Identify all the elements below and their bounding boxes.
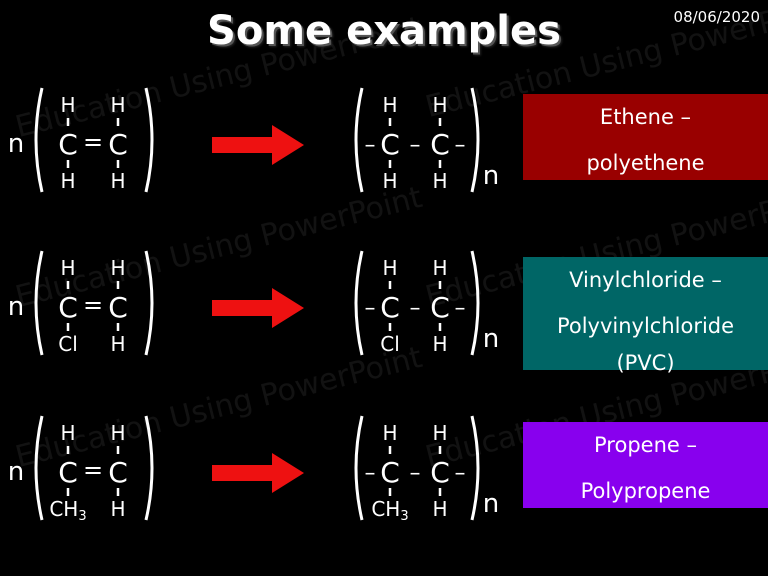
substituent-bottom: H	[60, 169, 75, 193]
left-bracket	[354, 415, 364, 521]
left-bracket	[354, 87, 364, 193]
substituent-bottom: Cl	[58, 332, 78, 356]
carbon-atom: C	[380, 456, 400, 489]
left-bracket	[34, 87, 44, 193]
single-bond: –	[455, 296, 466, 321]
compound-label-line2: Polyvinylchloride	[556, 314, 735, 338]
right-bracket	[470, 87, 480, 193]
left-bracket	[354, 250, 364, 356]
single-bond: –	[410, 296, 421, 321]
compound-label-box: Ethene – polyethene	[523, 94, 768, 180]
compound-label-box: Vinylchloride – Polyvinylchloride (PVC)	[523, 257, 768, 375]
compound-label-box: Propene – Polypropene	[523, 422, 768, 508]
substituent-bottom: CH3	[49, 497, 86, 524]
compound-label-line1: Vinylchloride –	[569, 268, 722, 292]
reaction-arrow	[212, 453, 304, 493]
substituent-bottom: H	[432, 332, 447, 356]
right-bracket	[144, 415, 154, 521]
single-bond: –	[410, 133, 421, 158]
substituent-top: H	[60, 421, 75, 445]
compound-label-line1: Ethene –	[599, 105, 692, 129]
repeat-count-n: n	[483, 489, 499, 519]
substituent-bottom: H	[382, 169, 397, 193]
substituent-bottom: H	[110, 497, 125, 521]
carbon-atom: C	[430, 456, 450, 489]
compound-label-line1: Propene –	[594, 433, 697, 457]
single-bond: –	[455, 133, 466, 158]
double-bond: =	[83, 291, 103, 319]
substituent-top: H	[382, 421, 397, 445]
carbon-atom: C	[430, 128, 450, 161]
substituent-bottom: CH3	[371, 497, 408, 524]
substituent-top: H	[110, 93, 125, 117]
right-bracket	[144, 250, 154, 356]
right-bracket	[470, 250, 480, 356]
double-bond: =	[83, 456, 103, 484]
substituent-bottom: H	[110, 169, 125, 193]
single-bond: –	[365, 461, 376, 486]
carbon-atom: C	[108, 456, 128, 489]
compound-label-line2: polyethene	[586, 151, 705, 175]
substituent-top: H	[382, 256, 397, 280]
carbon-atom: C	[380, 291, 400, 324]
substituent-top: H	[110, 256, 125, 280]
substituent-top: H	[432, 421, 447, 445]
single-bond: –	[410, 461, 421, 486]
carbon-atom: C	[380, 128, 400, 161]
carbon-atom: C	[430, 291, 450, 324]
substituent-bottom: H	[110, 332, 125, 356]
arrow-shape	[212, 453, 304, 493]
carbon-atom: C	[108, 291, 128, 324]
substituent-bottom: Cl	[380, 332, 400, 356]
slide-date: 08/06/2020	[673, 8, 760, 26]
single-bond: –	[455, 461, 466, 486]
repeat-count-n: n	[483, 324, 499, 354]
substituent-top: H	[432, 93, 447, 117]
single-bond: –	[365, 133, 376, 158]
single-bond: –	[365, 296, 376, 321]
substituent-bottom: H	[432, 497, 447, 521]
left-bracket	[34, 250, 44, 356]
carbon-atom: C	[58, 291, 78, 324]
slide-title: Some examples	[207, 8, 561, 54]
reaction-arrow	[212, 288, 304, 328]
compound-label-line2: Polypropene	[580, 479, 711, 503]
substituent-top: H	[110, 421, 125, 445]
repeat-count-n: n	[8, 457, 24, 487]
substituent-top: H	[382, 93, 397, 117]
substituent-top: H	[60, 93, 75, 117]
arrow-shape	[212, 288, 304, 328]
repeat-count-n: n	[483, 161, 499, 191]
compound-label-line3: (PVC)	[616, 351, 675, 375]
repeat-count-n: n	[8, 292, 24, 322]
substituent-top: H	[60, 256, 75, 280]
carbon-atom: C	[108, 128, 128, 161]
reaction-arrow	[212, 125, 304, 165]
arrow-shape	[212, 125, 304, 165]
right-bracket	[470, 415, 480, 521]
carbon-atom: C	[58, 128, 78, 161]
carbon-atom: C	[58, 456, 78, 489]
substituent-bottom: H	[432, 169, 447, 193]
double-bond: =	[83, 128, 103, 156]
right-bracket	[144, 87, 154, 193]
substituent-top: H	[432, 256, 447, 280]
left-bracket	[34, 415, 44, 521]
repeat-count-n: n	[8, 129, 24, 159]
